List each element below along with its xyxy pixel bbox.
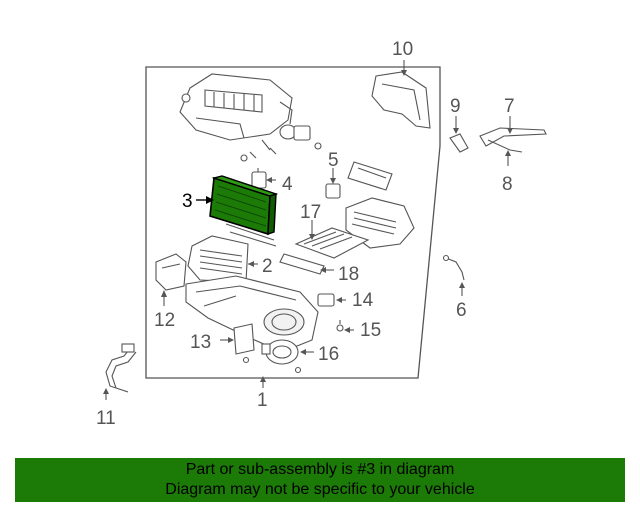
part-4-clip xyxy=(251,168,276,189)
pipe-6 xyxy=(442,254,465,296)
callout-1-arrow xyxy=(260,376,266,382)
banner-line-1: Part or sub-assembly is #3 in diagram xyxy=(185,461,455,478)
callout-16: 16 xyxy=(318,344,339,365)
callout-4: 4 xyxy=(282,174,293,195)
callout-3: 3 xyxy=(182,191,193,212)
callout-9: 9 xyxy=(450,96,461,117)
upper-heater-case xyxy=(179,73,293,141)
clip-9 xyxy=(449,116,469,153)
pipe-7-8 xyxy=(479,116,547,166)
callout-1: 1 xyxy=(257,390,268,411)
callout-15: 15 xyxy=(360,320,381,341)
evaporator-core-highlighted xyxy=(209,175,279,247)
callout-10: 10 xyxy=(392,39,413,60)
mode-actuator xyxy=(240,124,322,162)
callout-3-arrow xyxy=(206,196,214,204)
callout-2: 2 xyxy=(262,256,273,277)
callout-18: 18 xyxy=(338,264,359,285)
filter-cover xyxy=(279,253,334,275)
blower-motor xyxy=(261,339,314,374)
callout-11: 11 xyxy=(96,408,116,429)
callout-6: 6 xyxy=(456,300,467,321)
parts-diagram: 1 2 3 4 5 6 7 8 9 10 11 12 13 14 15 16 1… xyxy=(96,39,547,429)
heater-core-housing xyxy=(187,235,258,283)
info-banner: Part or sub-assembly is #3 in diagram Di… xyxy=(15,458,625,502)
lower-case-blower-housing xyxy=(185,275,319,353)
right-case-half xyxy=(345,197,415,249)
screw-15 xyxy=(336,320,354,333)
blower-resistor xyxy=(317,293,346,307)
cabin-air-filter xyxy=(294,220,370,259)
bracket-13 xyxy=(220,323,255,364)
callout-5: 5 xyxy=(328,150,339,171)
duct-10 xyxy=(371,60,431,129)
side-duct xyxy=(155,253,187,306)
banner-line-2: Diagram may not be specific to your vehi… xyxy=(165,481,475,498)
callout-7: 7 xyxy=(504,96,515,117)
callout-8: 8 xyxy=(502,174,513,195)
cover-plate-5 xyxy=(325,161,393,199)
callout-12: 12 xyxy=(154,310,175,331)
wiring-harness-11 xyxy=(103,343,137,400)
callout-17: 17 xyxy=(300,202,321,223)
callout-14: 14 xyxy=(352,290,374,311)
callout-13: 13 xyxy=(190,332,211,353)
